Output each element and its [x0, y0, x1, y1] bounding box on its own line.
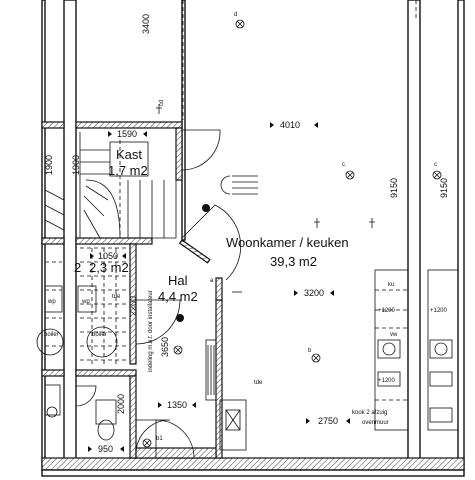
label-kook: kook 2 afzuig [352, 410, 387, 416]
label-b-1: b [308, 348, 312, 354]
room-area-bath-partial: 2 [74, 260, 81, 275]
switch-1 [202, 204, 210, 212]
dim-2750: 2750 [318, 416, 338, 426]
switch-2 [176, 314, 184, 322]
dim-1900-b: 1900 [71, 155, 81, 175]
meterkast [219, 399, 247, 451]
label-wp-1: wp [81, 299, 90, 305]
label-meterkast: indeling m.b.t. door installateur [148, 290, 154, 372]
label-ku-2: vw [390, 332, 398, 338]
dim-3400: 3400 [141, 14, 151, 34]
label-tde-2: tde [254, 380, 263, 386]
label-boiler-1: boiler [92, 332, 107, 338]
label-ku-3: +1200 [378, 308, 396, 314]
label-d: d [234, 12, 237, 18]
bathroom-tiles [45, 247, 128, 364]
kast-inner [109, 141, 149, 177]
wall-bottom-inner [41, 469, 465, 477]
wall-kast-right [175, 127, 183, 181]
wp-box-right [77, 285, 97, 313]
room-area-hal: 4,4 m2 [158, 289, 198, 304]
room-area-woonkamer: 39,3 m2 [270, 254, 317, 269]
room-area-kast: 1,7 m2 [108, 163, 148, 178]
wp-box-left [44, 285, 63, 313]
label-wp-2: wp [47, 299, 56, 305]
dim-2200: 2200 [128, 296, 138, 316]
wall-left-outer [41, 0, 46, 471]
wall-toilet-left-top [41, 369, 65, 377]
dim-4010: 4010 [280, 120, 300, 130]
label-ku-1: ku [388, 282, 394, 288]
wall-hal-right [215, 299, 223, 459]
boiler-right [86, 326, 118, 358]
dim-950: 950 [98, 444, 113, 454]
wall-bath-right [129, 243, 137, 365]
meterkast-wall [135, 447, 217, 459]
label-b-2: b1 [156, 436, 163, 442]
wall-bath-top [75, 237, 153, 245]
dim-1050: 1050 [98, 251, 118, 261]
wall-bath-left-top [41, 237, 65, 245]
wall-kast-top [75, 121, 183, 129]
radiator [205, 339, 217, 401]
staircase [79, 132, 177, 239]
dim-2000: 2000 [116, 394, 126, 414]
wall-toilet-top [75, 369, 137, 377]
toilet [44, 384, 117, 441]
living-radiator [220, 175, 258, 195]
label-kook-2: ovenmuur [362, 420, 389, 426]
dim-9150-a: 9150 [389, 178, 399, 198]
wall-right-main [407, 0, 421, 471]
dim-1590: 1590 [117, 129, 137, 139]
dim-3200: 3200 [304, 288, 324, 298]
dim-3650: 3650 [160, 337, 170, 357]
label-a: a [210, 278, 214, 284]
dim-1900-a: 1900 [44, 155, 54, 175]
wall-left-top [41, 121, 65, 129]
label-ku-5: +1200 [430, 308, 448, 314]
left-stair-fragment [44, 189, 65, 231]
wall-left-main [63, 0, 77, 471]
wall-toilet-right [129, 375, 137, 459]
dim-9150-b: 9150 [439, 178, 449, 198]
room-name-hal: Hal [168, 273, 188, 288]
label-tde-1: tde [112, 294, 121, 300]
room-name-woonkamer: Woonkamer / keuken [226, 235, 349, 250]
kitchen-unit [374, 269, 459, 431]
wall-hal-living [215, 277, 223, 301]
dim-1350: 1350 [167, 400, 187, 410]
wall-far-right [457, 0, 465, 471]
label-boiler-2: boiler [44, 332, 59, 338]
label-c-1: c [342, 162, 345, 168]
room-area-bath: 2,3 m2 [89, 260, 129, 275]
label-ku-4: +1200 [378, 378, 396, 384]
wall-center [181, 0, 186, 241]
room-name-kast: Kast [116, 147, 142, 162]
wall-bottom [41, 457, 465, 471]
ceiling-lights [142, 19, 442, 448]
boiler-left [36, 328, 64, 356]
label-cd: cd [159, 100, 165, 106]
sockets [156, 104, 375, 293]
door-swings [75, 129, 242, 459]
label-c-2: c [434, 162, 437, 168]
wall-hal-diagonal [178, 239, 211, 264]
